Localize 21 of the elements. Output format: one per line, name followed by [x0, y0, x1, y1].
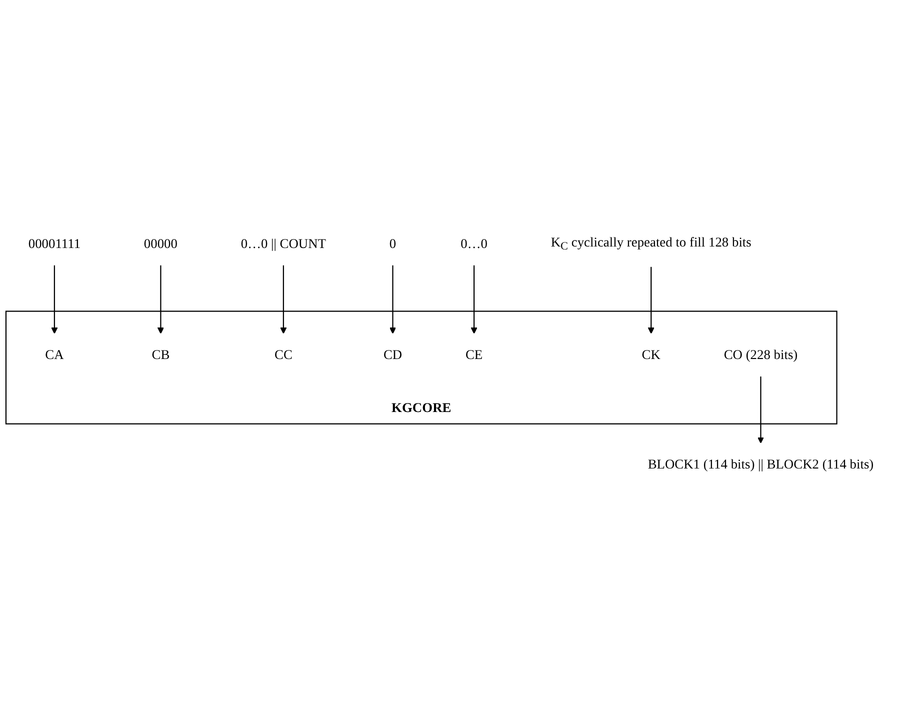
arrow	[470, 264, 478, 334]
node-text: 00001111	[28, 236, 81, 250]
arrow	[757, 376, 764, 444]
node-text: CO (228 bits)	[724, 346, 798, 362]
node-text: CB	[152, 346, 170, 362]
node-text: 0	[389, 236, 396, 250]
node-text: CK	[642, 346, 660, 362]
arrow	[280, 264, 287, 334]
node-text: K$_{C}$ cyclically repeated to fill 128 bits	[550, 234, 752, 252]
arrow	[51, 264, 58, 334]
node-text: CE	[465, 346, 483, 362]
arrow	[157, 264, 164, 334]
node-text: 00000	[144, 236, 178, 250]
node-text: CC	[274, 346, 292, 362]
arrow	[389, 264, 396, 334]
node-text: CA	[45, 346, 64, 362]
node-text: 0…0	[460, 236, 488, 250]
node-text: CD	[383, 346, 402, 362]
arrow	[648, 266, 654, 334]
node-text: BLOCK1 (114 bits) || BLOCK2 (114 bits)	[648, 456, 874, 472]
node-text: 0…0 || COUNT	[240, 236, 326, 250]
